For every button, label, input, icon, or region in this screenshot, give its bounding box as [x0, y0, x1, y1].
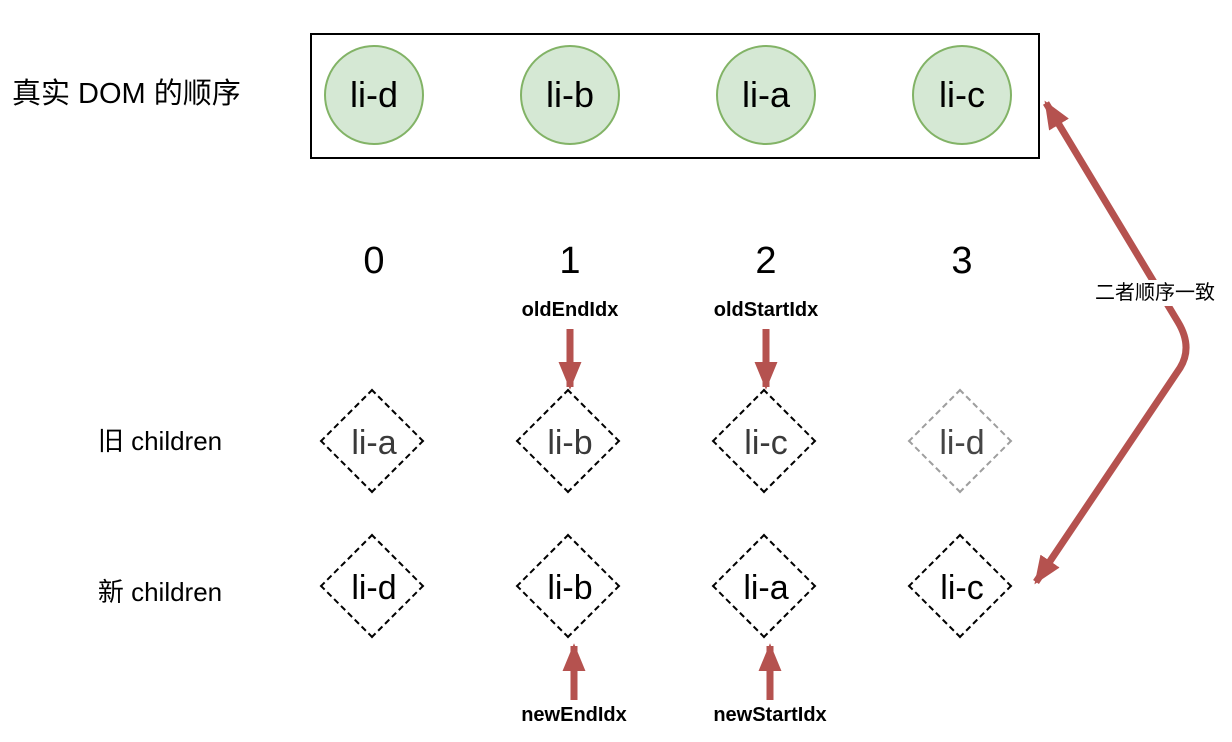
index-label-1: 1 [559, 240, 581, 282]
old-node-label: li-c [744, 423, 788, 462]
dom-node-label: li-a [741, 74, 790, 115]
dom-node-label: li-b [545, 74, 594, 115]
dom-node-li-b: li-b [520, 45, 620, 145]
order-match-arrow [1033, 100, 1190, 585]
real-dom-order-label: 真实 DOM 的顺序 [12, 78, 241, 110]
old-node-li-d: li-d [907, 388, 1017, 498]
new-node-li-c: li-c [907, 533, 1017, 643]
index-label-0: 0 [363, 240, 385, 282]
old-node-label: li-a [351, 423, 397, 462]
new-node-li-d: li-d [319, 533, 429, 643]
new-start-pointer-label: newStartIdx [713, 704, 827, 726]
old-node-li-a: li-a [319, 388, 429, 498]
old-node-label: li-d [939, 423, 985, 462]
old-children-label: 旧 children [97, 426, 223, 456]
index-label-3: 3 [951, 240, 973, 282]
dom-node-li-d: li-d [324, 45, 424, 145]
index-label-2: 2 [755, 240, 777, 282]
old-node-li-c: li-c [711, 388, 821, 498]
dom-node-li-c: li-c [912, 45, 1012, 145]
new-node-label: li-a [743, 568, 789, 607]
order-match-label: 二者顺序一致 [1078, 280, 1232, 306]
new-children-label: 新 children [97, 577, 223, 607]
new-node-label: li-d [351, 568, 397, 607]
new-node-li-a: li-a [711, 533, 821, 643]
dom-node-label: li-d [349, 74, 398, 115]
new-end-pointer-label: newEndIdx [521, 704, 627, 726]
dom-node-li-a: li-a [716, 45, 816, 145]
old-node-li-b: li-b [515, 388, 625, 498]
old-start-pointer-label: oldStartIdx [713, 299, 819, 321]
new-node-label: li-c [940, 568, 984, 607]
new-node-li-b: li-b [515, 533, 625, 643]
dom-node-label: li-c [939, 74, 985, 115]
new-node-label: li-b [547, 568, 593, 607]
old-end-pointer-label: oldEndIdx [521, 299, 619, 321]
old-node-label: li-b [547, 423, 593, 462]
